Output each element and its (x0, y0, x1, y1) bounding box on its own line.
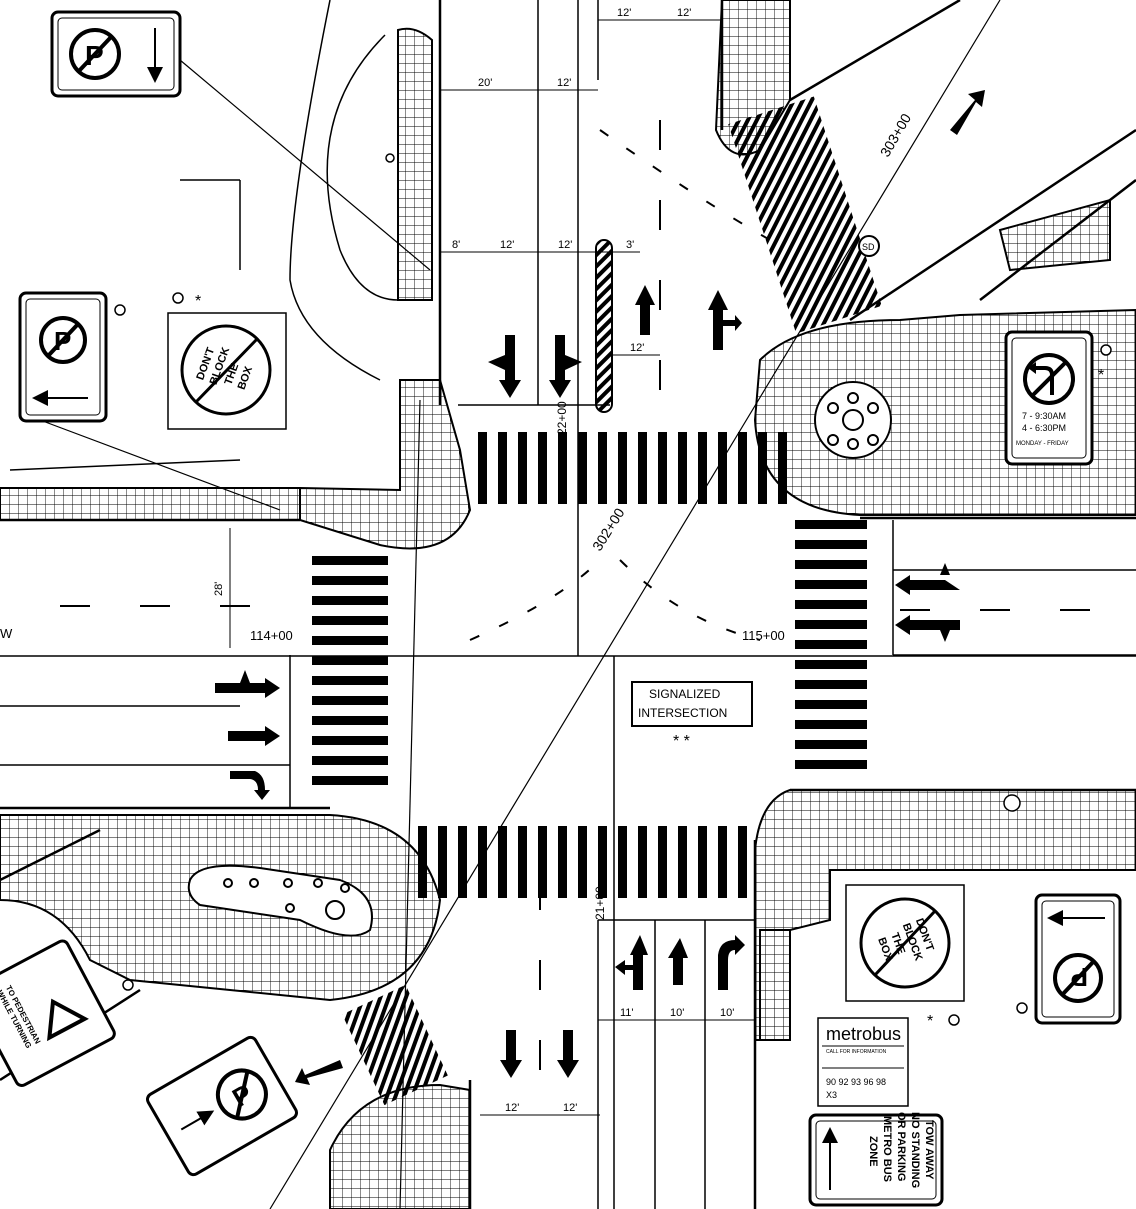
no-left-days: MONDAY - FRIDAY (1016, 441, 1069, 447)
sign-dont-block-nw: DON'T BLOCK THE BOX (167, 312, 287, 430)
no-left-turn-icon (1023, 353, 1075, 405)
metrobus-routes-2: X3 (826, 1090, 837, 1100)
no-left-time-2: 4 - 6:30PM (1022, 423, 1066, 433)
sign-metrobus: metrobus CALL FOR INFORMATION 90 92 93 9… (817, 1017, 909, 1107)
dim-top-north-a: 12' (617, 7, 631, 19)
tow-line-5: ZONE (867, 1136, 879, 1167)
dimension-lines (229, 19, 755, 1116)
planter (814, 381, 892, 459)
sign-no-parking-se: P (1034, 893, 1122, 1025)
dim-top-lower-b: 12' (500, 239, 514, 251)
sign-no-parking-nw-top: P (50, 10, 182, 98)
no-left-time-1: 7 - 9:30AM (1022, 411, 1066, 421)
no-parking-icon (215, 1068, 268, 1121)
station-115: 115+00 (742, 628, 785, 643)
dashed-lines (60, 120, 1136, 1080)
nw-building (9, 0, 399, 471)
no-parking-icon (1053, 953, 1103, 1003)
asterisk-3: * (927, 1013, 933, 1030)
crosswalk-southwest (342, 984, 448, 1106)
sw-planter (187, 864, 373, 937)
dim-south-c: 10' (720, 1007, 734, 1019)
no-parking-icon (39, 316, 87, 364)
no-parking-icon (69, 28, 121, 80)
asterisk-2: * (1098, 367, 1104, 384)
west-label: W (0, 626, 13, 641)
dim-south-bottom-b: 12' (563, 1102, 577, 1114)
tow-line-3: OR PARKING (895, 1112, 907, 1181)
station-114: 114+00 (250, 628, 293, 643)
sign-tow-away: TOW AWAY NO STANDING OR PARKING METRO BU… (808, 1112, 944, 1207)
station-302: 302+00 (589, 505, 628, 554)
signal-line-2: INTERSECTION (638, 706, 727, 720)
dim-top-north-b: 12' (677, 7, 691, 19)
dim-top-mid-a: 20' (478, 77, 492, 89)
signalized-intersection-label: SIGNALIZED INTERSECTION * * (631, 681, 753, 750)
asterisk-1: * (195, 293, 201, 310)
crosswalk-north (478, 432, 787, 504)
asterisks: * * * (195, 293, 1104, 1030)
dim-top-mid-b: 12' (557, 77, 571, 89)
yield-icon (47, 998, 89, 1042)
dimension-text: 12' 12' 20' 12' 8' 12' 12' 3' 12' 28' 11… (213, 7, 734, 1114)
tow-line-2: NO STANDING (909, 1112, 921, 1188)
crosswalk-west (312, 556, 388, 785)
sign-dont-block-se: DON'T BLOCK THE BOX (845, 884, 965, 1002)
lane-arrows (215, 90, 985, 1085)
dim-south-b: 10' (670, 1007, 684, 1019)
sign-no-left-turn: 7 - 9:30AM 4 - 6:30PM MONDAY - FRIDAY (1004, 330, 1094, 466)
signal-mark: * * (673, 733, 690, 750)
crosswalk-south (418, 826, 747, 898)
station-22: 22+00 (555, 401, 569, 435)
dim-top-lower-d: 3' (626, 239, 634, 251)
dim-top-lower-a: 8' (452, 239, 460, 251)
dim-west-width: 28' (213, 582, 225, 596)
metrobus-sub: CALL FOR INFORMATION (826, 1049, 887, 1055)
sign-pedestrian: TO PEDESTRIAN WHILE TURNING (0, 939, 116, 1088)
sign-no-parking-sw: P (146, 1035, 298, 1177)
north-median (595, 239, 613, 413)
metrobus-routes-1: 90 92 93 96 98 (826, 1077, 886, 1087)
signal-line-1: SIGNALIZED (649, 687, 721, 701)
sd-label: SD (862, 242, 875, 252)
dim-south-a: 11' (620, 1007, 634, 1019)
tow-line-1: TOW AWAY (923, 1120, 935, 1180)
dim-top-lower-c: 12' (558, 239, 572, 251)
arrow-icon (180, 1110, 215, 1131)
markers (114, 153, 1112, 1026)
crosswalk-northeast (728, 96, 882, 334)
sign-no-parking-nw: P (18, 291, 108, 423)
sd-marker: SD (858, 235, 880, 257)
tow-line-4: METRO BUS (881, 1116, 893, 1182)
station-21: 21+00 (593, 886, 607, 920)
dim-south-bottom-a: 12' (505, 1102, 519, 1114)
dim-median-gap: 12' (630, 342, 644, 354)
metrobus-brand: metrobus (826, 1024, 901, 1044)
crosswalk-east (795, 520, 867, 769)
